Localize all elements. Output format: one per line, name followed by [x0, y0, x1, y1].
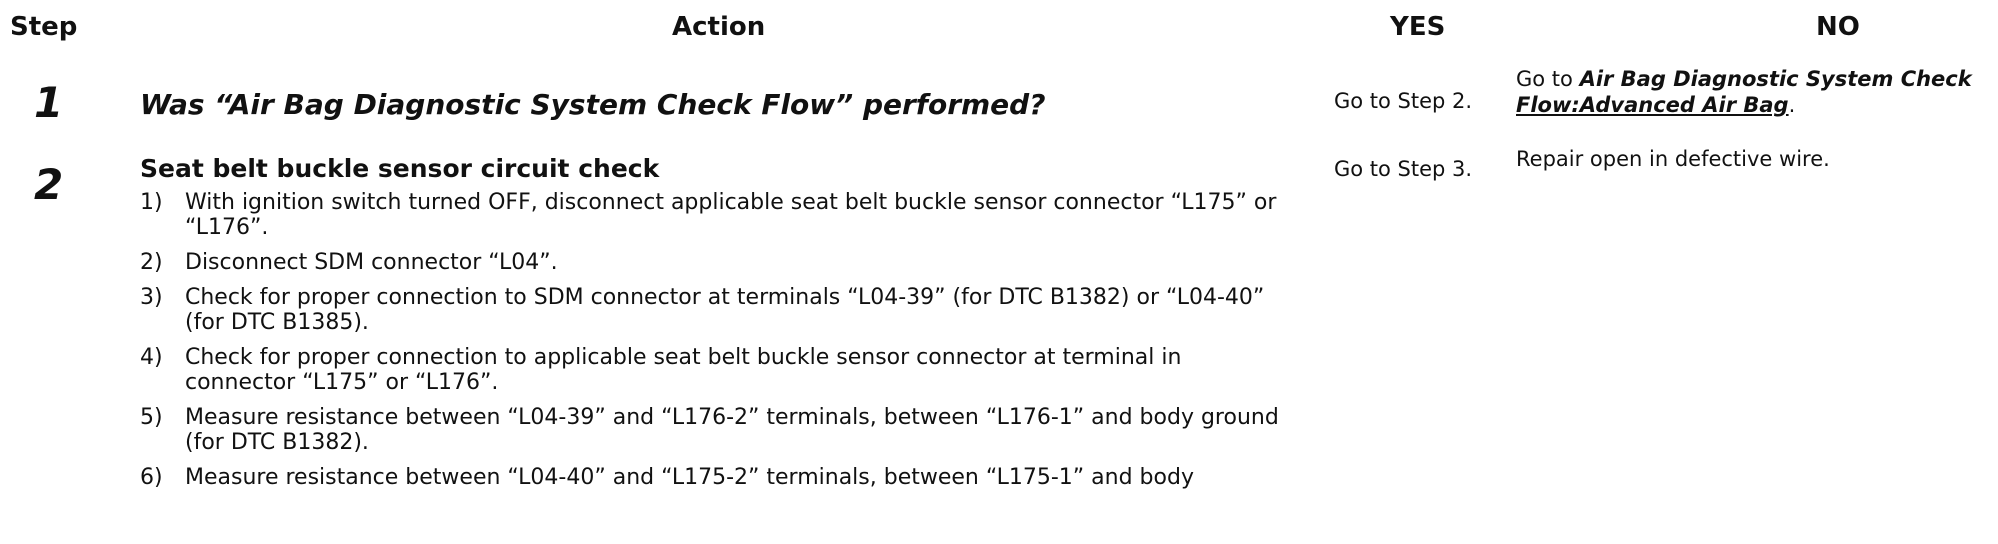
substep-text: With ignition switch turned OFF, disconn… — [185, 190, 1277, 240]
substep-number: 1) — [140, 190, 163, 215]
substep-number: 3) — [140, 285, 163, 310]
substep: 2) Disconnect SDM connector “L04”. — [140, 250, 1290, 275]
substep-text: Measure resistance between “L04-40” and … — [185, 465, 1194, 490]
substep-number: 5) — [140, 405, 163, 430]
step-1-no-suffix: . — [1788, 93, 1796, 117]
substep: 3) Check for proper connection to SDM con… — [140, 285, 1290, 335]
substep: 5) Measure resistance between “L04-39” an… — [140, 405, 1290, 455]
substep: 4) Check for proper connection to applica… — [140, 345, 1290, 395]
step-1-no-emphasis: Air Bag Diagnostic System Check — [1579, 67, 1972, 91]
step-2-substeps: 1) With ignition switch turned OFF, disco… — [140, 190, 1290, 500]
substep-number: 2) — [140, 250, 163, 275]
step-number-1: 1 — [34, 78, 64, 127]
header-yes: YES — [1390, 12, 1446, 42]
substep-text: Check for proper connection to SDM conne… — [185, 285, 1265, 335]
header-action: Action — [672, 12, 766, 42]
step-1-no-link[interactable]: Flow:Advanced Air Bag — [1516, 93, 1789, 117]
substep-number: 4) — [140, 345, 163, 370]
substep-text: Measure resistance between “L04-39” and … — [185, 405, 1279, 455]
substep: 1) With ignition switch turned OFF, disco… — [140, 190, 1290, 240]
step-2-title: Seat belt buckle sensor circuit check — [140, 154, 660, 183]
header-step: Step — [10, 12, 78, 42]
step-2-no: Repair open in defective wire. — [1516, 147, 1830, 171]
step-1-no-prefix: Go to — [1516, 67, 1580, 91]
step-1-yes: Go to Step 2. — [1334, 89, 1473, 113]
step-2-yes: Go to Step 3. — [1334, 157, 1473, 181]
step-number-2: 2 — [34, 160, 64, 209]
substep: 6) Measure resistance between “L04-40” an… — [140, 465, 1290, 490]
step-1-no: Go to Air Bag Diagnostic System Check Fl… — [1516, 66, 1996, 118]
substep-text: Check for proper connection to applicabl… — [185, 345, 1182, 395]
header-no: NO — [1816, 12, 1860, 42]
step-1-question: Was “Air Bag Diagnostic System Check Flo… — [140, 88, 1046, 121]
substep-number: 6) — [140, 465, 163, 490]
substep-text: Disconnect SDM connector “L04”. — [185, 250, 558, 275]
